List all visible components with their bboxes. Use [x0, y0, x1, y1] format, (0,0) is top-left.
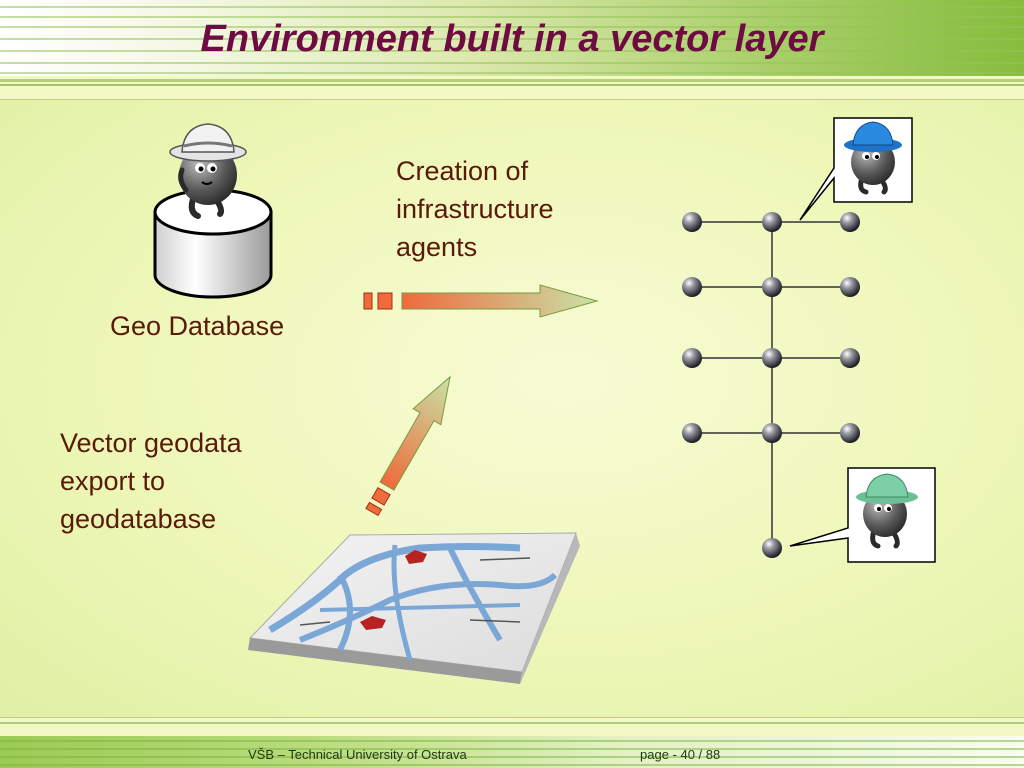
database-cylinder-icon — [153, 188, 273, 299]
right-arrow-icon — [363, 284, 599, 318]
slide-title: Environment built in a vector layer — [200, 18, 824, 60]
header-rule-2 — [0, 84, 1024, 86]
footer-institution: VŠB – Technical University of Ostrava — [248, 747, 467, 762]
network-lines — [692, 221, 850, 548]
creation-agents-label: Creation of infrastructure agents — [396, 156, 554, 262]
network-node-icon — [682, 212, 860, 558]
header-rule — [0, 79, 1024, 82]
footer-page-number: page - 40 / 88 — [640, 747, 721, 762]
geo-database-label: Geo Database — [110, 311, 285, 341]
up-left-arrow-icon — [365, 375, 451, 517]
vector-export-label: Vector geodata export to geodatabase — [60, 428, 242, 534]
agent-green-hat-icon — [789, 467, 936, 563]
slide-footer — [0, 736, 1024, 768]
agent-blue-hat-icon — [799, 117, 913, 221]
slide-header — [0, 0, 1024, 76]
map-slab-icon — [248, 532, 580, 684]
agent-grey-hat-icon — [169, 123, 247, 219]
footer-rule — [0, 722, 1024, 724]
